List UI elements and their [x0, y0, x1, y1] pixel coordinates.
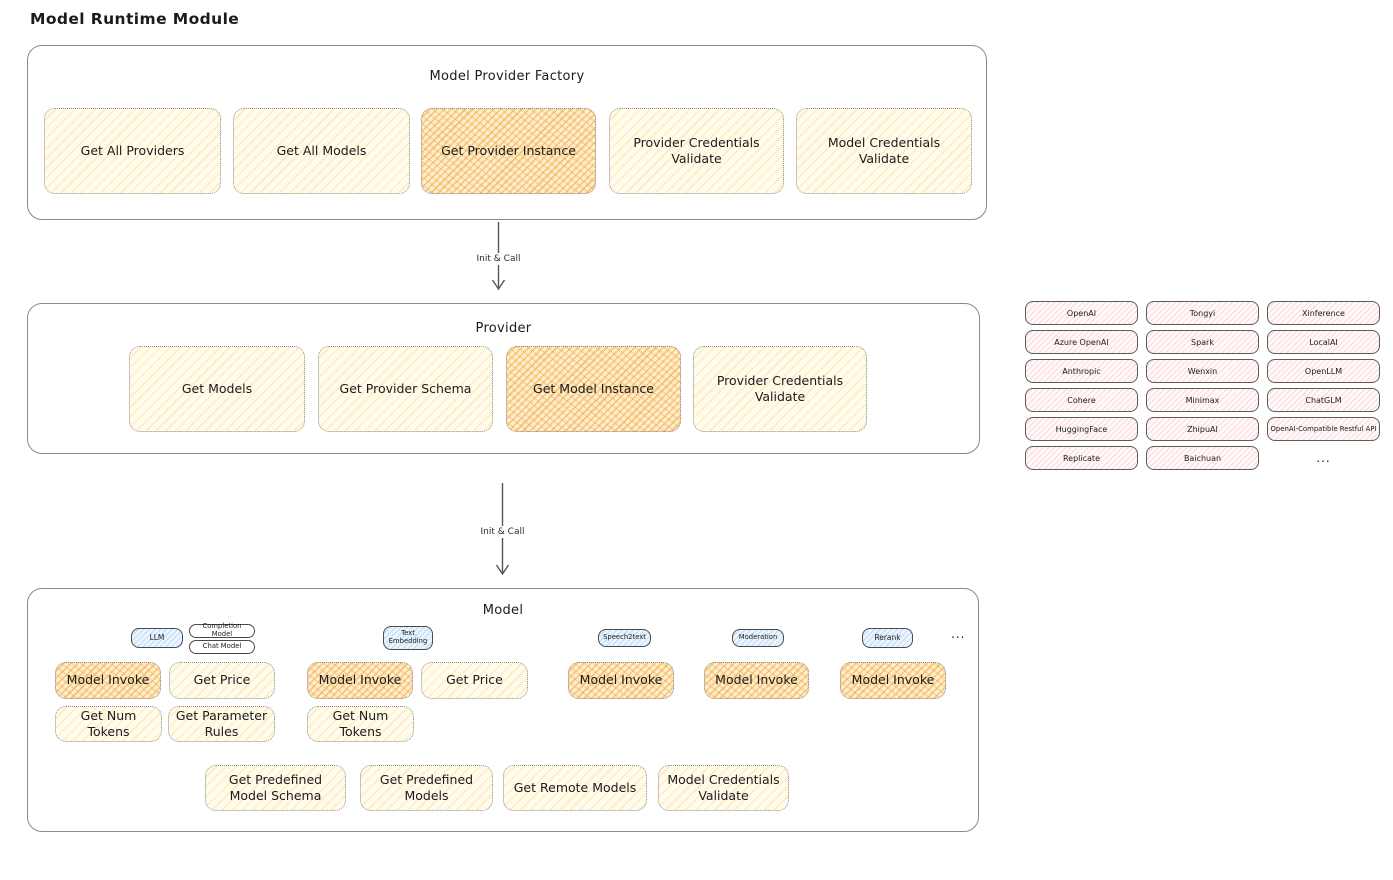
provider-item: HuggingFace: [1025, 417, 1138, 441]
provider-item: Cohere: [1025, 388, 1138, 412]
node-provider-credentials-validate-2: Provider Credentials Validate: [693, 346, 867, 432]
node-get-remote-models: Get Remote Models: [503, 765, 647, 811]
node-get-all-providers: Get All Providers: [44, 108, 221, 194]
provider-item: OpenLLM: [1267, 359, 1380, 383]
type-pill-chat-model: Chat Model: [189, 640, 255, 654]
provider-item: Wenxin: [1146, 359, 1259, 383]
provider-item: ChatGLM: [1267, 388, 1380, 412]
arrow-label-init-call: Init & Call: [472, 253, 525, 265]
provider-list: OpenAI Tongyi Xinference Azure OpenAI Sp…: [1025, 301, 1380, 470]
factory-panel: Model Provider Factory Get All Providers…: [27, 45, 987, 220]
node-te-model-invoke: Model Invoke: [307, 662, 413, 699]
node-get-provider-schema: Get Provider Schema: [318, 346, 493, 432]
arrow-down-icon: Init & Call: [472, 222, 525, 296]
type-pill-speech2text: Speech2text: [598, 629, 651, 647]
arrow-down-icon: Init & Call: [476, 483, 529, 581]
model-panel-title: Model: [482, 603, 524, 618]
node-get-models: Get Models: [129, 346, 305, 432]
node-get-predefined-model-schema: Get Predefined Model Schema: [205, 765, 346, 811]
node-get-provider-instance: Get Provider Instance: [421, 108, 596, 194]
node-rerank-model-invoke: Model Invoke: [840, 662, 946, 699]
provider-item: OpenAI-Compatible Restful API: [1267, 417, 1380, 441]
provider-item: Spark: [1146, 330, 1259, 354]
factory-panel-title: Model Provider Factory: [429, 69, 585, 84]
node-model-credentials-validate-2: Model Credentials Validate: [658, 765, 789, 811]
type-pill-rerank: Rerank: [862, 628, 913, 648]
node-mod-model-invoke: Model Invoke: [704, 662, 809, 699]
node-llm-get-price: Get Price: [169, 662, 275, 699]
node-get-all-models: Get All Models: [233, 108, 410, 194]
type-pill-moderation: Moderation: [732, 629, 784, 647]
type-pill-completion-model: Completion Model: [189, 622, 255, 638]
node-get-predefined-models: Get Predefined Models: [360, 765, 493, 811]
provider-panel-title: Provider: [475, 321, 532, 336]
provider-list-more: ...: [1316, 451, 1331, 465]
provider-item: OpenAI: [1025, 301, 1138, 325]
node-provider-credentials-validate: Provider Credentials Validate: [609, 108, 784, 194]
provider-item: ZhipuAI: [1146, 417, 1259, 441]
provider-panel: Provider Get Models Get Provider Schema …: [27, 303, 980, 454]
arrow-label-init-call: Init & Call: [476, 526, 529, 538]
provider-item: Tongyi: [1146, 301, 1259, 325]
node-llm-model-invoke: Model Invoke: [55, 662, 161, 699]
provider-item: LocalAI: [1267, 330, 1380, 354]
type-pill-llm: LLM: [131, 628, 183, 648]
node-s2t-model-invoke: Model Invoke: [568, 662, 674, 699]
provider-item: Replicate: [1025, 446, 1138, 470]
node-te-get-num-tokens: Get Num Tokens: [307, 706, 414, 742]
provider-item: Minimax: [1146, 388, 1259, 412]
model-panel: Model LLM Completion Model Chat Model Te…: [27, 588, 979, 832]
node-get-model-instance: Get Model Instance: [506, 346, 681, 432]
type-pills-more: ...: [951, 627, 966, 641]
provider-item: Baichuan: [1146, 446, 1259, 470]
node-model-credentials-validate: Model Credentials Validate: [796, 108, 972, 194]
page-title: Model Runtime Module: [30, 10, 240, 28]
node-te-get-price: Get Price: [421, 662, 528, 699]
provider-item: Azure OpenAI: [1025, 330, 1138, 354]
node-llm-get-parameter-rules: Get Parameter Rules: [168, 706, 275, 742]
type-pill-text-embedding: Text Embedding: [383, 626, 433, 650]
provider-item: Xinference: [1267, 301, 1380, 325]
provider-item: Anthropic: [1025, 359, 1138, 383]
node-llm-get-num-tokens: Get Num Tokens: [55, 706, 162, 742]
